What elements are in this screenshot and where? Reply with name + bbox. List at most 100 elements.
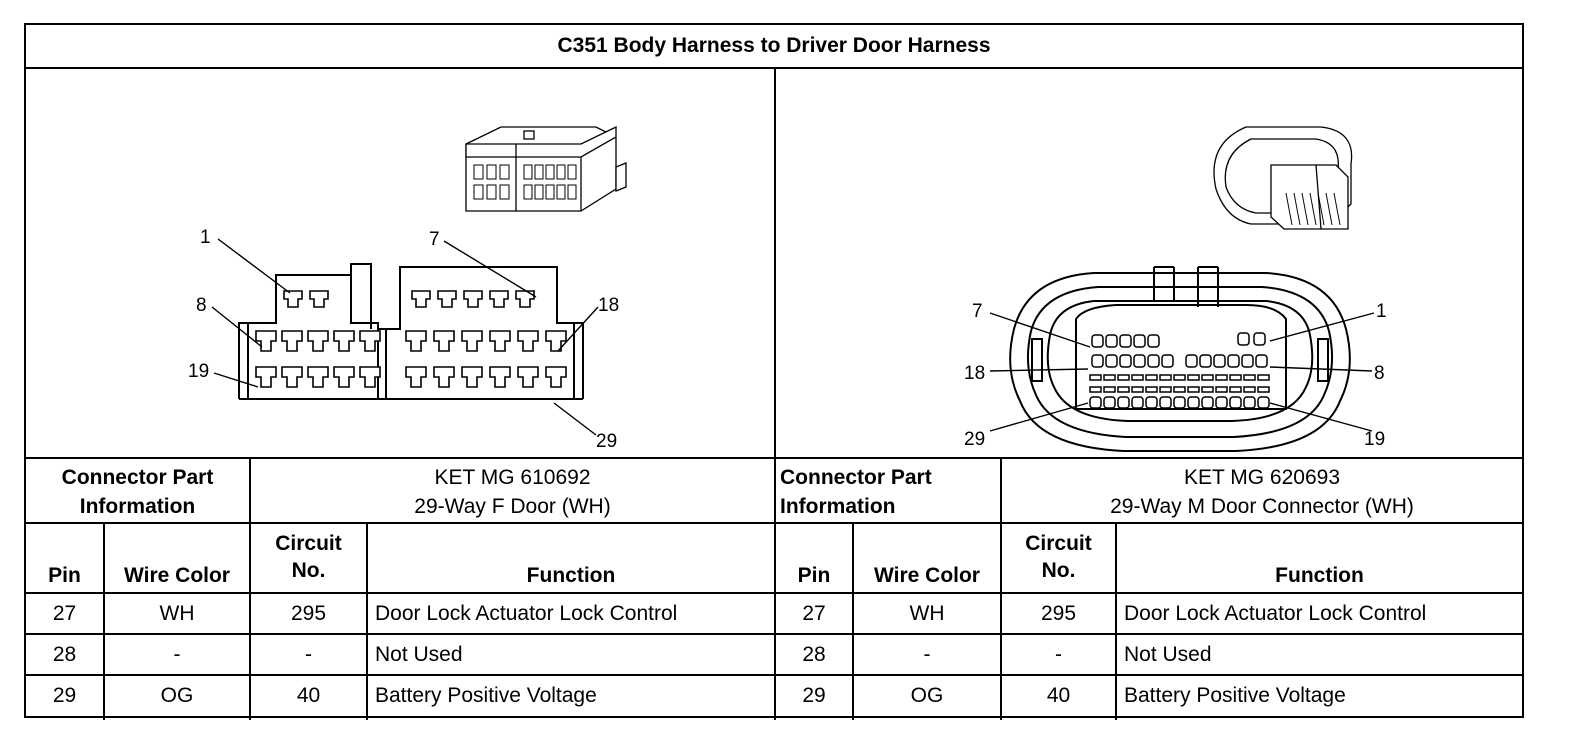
table-cell-wire-color: OG — [160, 684, 194, 707]
terminal-cavity — [1159, 396, 1172, 409]
left-header-function: Function — [526, 564, 616, 587]
right-callout-leaders — [989, 312, 1375, 432]
sheet-title: C351 Body Harness to Driver Door Harness — [26, 25, 1522, 69]
terminal-cavity — [281, 330, 303, 352]
header-bottom-rule — [26, 592, 1522, 594]
cpi-divider-left — [249, 457, 251, 522]
terminal-cavity — [545, 164, 555, 180]
terminal-cavity — [1119, 354, 1132, 368]
terminal-cavity — [437, 290, 457, 308]
right-connector-face — [1009, 266, 1351, 452]
table-cell-function: Battery Positive Voltage — [375, 684, 597, 707]
latch-slot — [1089, 374, 1102, 381]
right-header-wire-color: Wire Color — [874, 564, 980, 587]
callout-pin-29: 29 — [964, 429, 985, 450]
pin-slot — [1333, 192, 1341, 226]
terminal-cavity — [556, 184, 566, 200]
terminal-cavity — [463, 290, 483, 308]
cpi-label-line-2: Information — [79, 495, 196, 518]
pin-slot — [1325, 192, 1333, 226]
latch-slot — [1229, 374, 1242, 381]
right-connector-3d-icon — [1213, 126, 1353, 230]
terminal-cavity — [523, 164, 533, 180]
terminal-cavity — [359, 366, 381, 388]
left-cavity-grid — [255, 290, 567, 388]
latch-slot — [1215, 386, 1228, 393]
row-rule-1 — [26, 633, 1522, 635]
latch-slot — [1173, 386, 1186, 393]
terminal-cavity — [1253, 332, 1266, 346]
terminal-cavity — [1201, 396, 1214, 409]
table-cell-function: Not Used — [375, 643, 463, 666]
col-rule-left-1 — [103, 522, 105, 720]
terminal-cavity — [1241, 354, 1254, 368]
table-cell-function: Not Used — [1124, 643, 1212, 666]
terminal-cavity — [1229, 396, 1242, 409]
terminal-cavity — [545, 366, 567, 388]
table-cell-circuit: 40 — [1046, 684, 1071, 707]
terminal-cavity — [486, 184, 497, 200]
terminal-cavity — [309, 290, 329, 308]
callout-pin-1: 1 — [200, 227, 211, 248]
terminal-cavity — [1147, 354, 1160, 368]
terminal-cavity — [333, 330, 355, 352]
latch-slot — [1257, 386, 1270, 393]
part-description: 29-Way F Door (WH) — [414, 495, 611, 518]
terminal-cavity — [486, 164, 497, 180]
terminal-cavity — [1091, 354, 1104, 368]
col-rule-left-3 — [366, 522, 368, 720]
latch-slot — [1117, 374, 1130, 381]
latch-slot — [1145, 386, 1158, 393]
terminal-cavity — [283, 290, 303, 308]
callout-pin-29: 29 — [596, 431, 617, 452]
terminal-cavity — [281, 366, 303, 388]
right-connector-diagram: 7 1 18 8 29 19 — [776, 69, 1522, 457]
center-divider — [774, 69, 776, 720]
latch-slot — [1201, 374, 1214, 381]
terminal-cavity — [359, 330, 381, 352]
terminal-cavity — [1161, 354, 1174, 368]
table-cell-function: Battery Positive Voltage — [1124, 684, 1346, 707]
terminal-cavity — [1185, 354, 1198, 368]
terminal-cavity — [461, 366, 483, 388]
table-cell-pin: 28 — [802, 643, 826, 666]
terminal-cavity — [461, 330, 483, 352]
left-connector-3d-icon — [465, 125, 627, 212]
callout-pin-8: 8 — [196, 295, 207, 316]
terminal-cavity — [567, 184, 577, 200]
terminal-cavity — [1257, 396, 1270, 409]
left-header-circuit: Circuit No. — [251, 524, 366, 592]
latch-slot — [1243, 374, 1256, 381]
latch-slot — [1187, 386, 1200, 393]
circuit-header-line-1: Circuit — [1025, 532, 1092, 555]
latch-slot — [1159, 386, 1172, 393]
terminal-cavity — [556, 164, 566, 180]
terminal-cavity — [405, 366, 427, 388]
terminal-cavity — [1133, 334, 1146, 348]
callout-pin-1: 1 — [1376, 301, 1387, 322]
right-cpi-label: Connector Part Information — [776, 459, 1000, 522]
connector-sheet: C351 Body Harness to Driver Door Harness — [24, 23, 1524, 720]
right-header-pin: Pin — [797, 564, 831, 587]
left-header-pin: Pin — [48, 564, 81, 587]
table-cell-function: Door Lock Actuator Lock Control — [1124, 602, 1427, 625]
terminal-cavity — [433, 330, 455, 352]
terminal-cavity — [523, 184, 533, 200]
terminal-cavity — [307, 366, 329, 388]
pin-slot — [1309, 192, 1317, 226]
terminal-cavity — [545, 184, 555, 200]
terminal-cavity — [1119, 334, 1132, 348]
terminal-cavity — [489, 366, 511, 388]
table-top-rule — [26, 457, 1522, 459]
cpi-divider-right — [1000, 457, 1002, 522]
terminal-cavity — [489, 330, 511, 352]
latch-slot — [1131, 374, 1144, 381]
terminal-cavity — [1133, 354, 1146, 368]
table-cell-wire-color: OG — [910, 684, 944, 707]
terminal-cavity — [1091, 334, 1104, 348]
left-callouts: 1 7 8 18 19 29 — [188, 227, 619, 452]
terminal-cavity — [499, 164, 510, 180]
table-cell-pin: 27 — [52, 602, 77, 625]
latch-slot — [1201, 386, 1214, 393]
left-header-wire-color: Wire Color — [124, 564, 230, 587]
